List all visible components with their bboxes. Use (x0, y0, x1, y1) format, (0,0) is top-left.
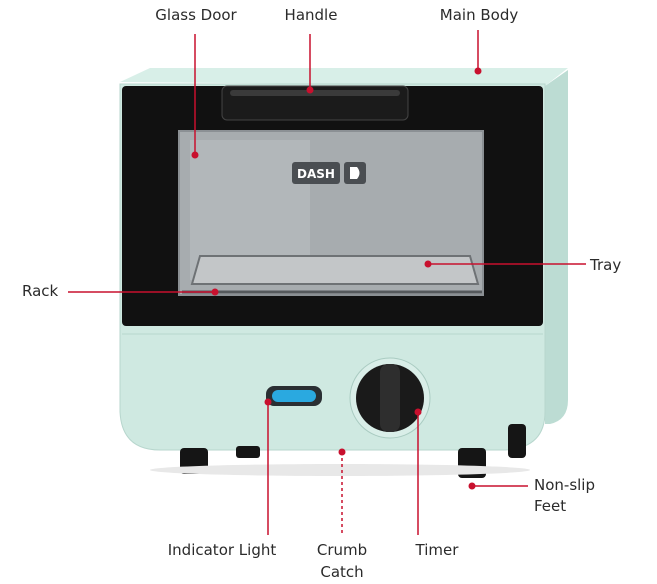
leader-dot-main-body (474, 67, 482, 75)
label-catch: Catch (320, 563, 364, 581)
label-tray: Tray (590, 256, 622, 274)
leader-dot-rack (211, 288, 219, 296)
label-rack: Rack (22, 282, 59, 300)
dash-logo-text: DASH (297, 167, 335, 181)
label-handle: Handle (284, 6, 338, 24)
oven-side-face (545, 70, 568, 424)
door-handle-highlight (230, 90, 400, 96)
label-main-body: Main Body (439, 6, 519, 24)
leader-dot-crumb (338, 448, 346, 456)
oven-shadow (150, 464, 530, 476)
label-feet: Feet (534, 497, 567, 515)
dash-logo-d-icon (350, 167, 360, 179)
dash-logo-badge (292, 162, 340, 184)
foot-back-right (508, 424, 526, 458)
leader-dot-timer (414, 408, 422, 416)
label-indicator-light: Indicator Light (167, 541, 277, 559)
label-glass-door: Glass Door (155, 6, 237, 24)
leader-dot-glass-door (191, 151, 199, 159)
leader-dot-tray (424, 260, 432, 268)
foot-back-left (236, 446, 260, 458)
label-crumb: Crumb (316, 541, 368, 559)
oven-top-face (120, 68, 568, 86)
tray-shape (190, 255, 480, 285)
leader-dot-handle (306, 86, 314, 94)
leader-dot-indicator (264, 398, 272, 406)
timer-knob-grip (380, 364, 400, 432)
label-timer: Timer (415, 541, 459, 559)
leader-dot-feet (468, 482, 476, 490)
indicator-light-glow (272, 390, 316, 402)
label-non-slip: Non-slip (534, 476, 595, 494)
